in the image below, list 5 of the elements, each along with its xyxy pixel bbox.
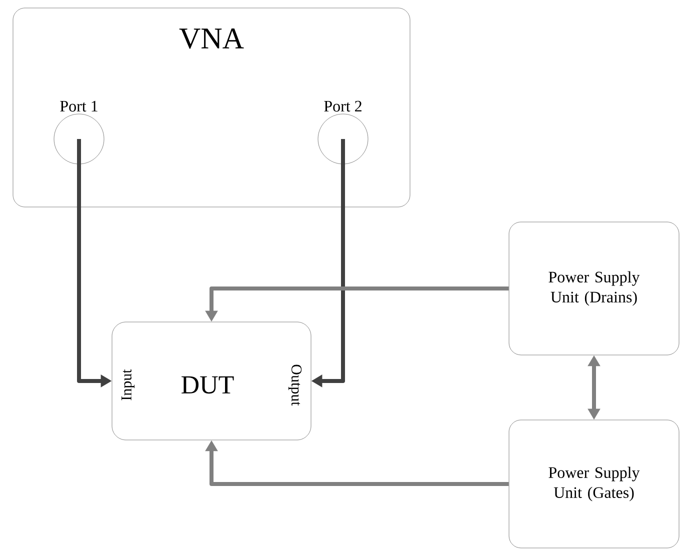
dut-box: DUT Input Output <box>112 322 312 440</box>
rounded-box: Power Supply Unit (Gates) <box>508 420 680 548</box>
node-label: Port 1 <box>60 100 98 112</box>
node-label: Port 2 <box>324 100 362 112</box>
rounded-box: Power Supply Unit (Drains) <box>508 222 680 356</box>
